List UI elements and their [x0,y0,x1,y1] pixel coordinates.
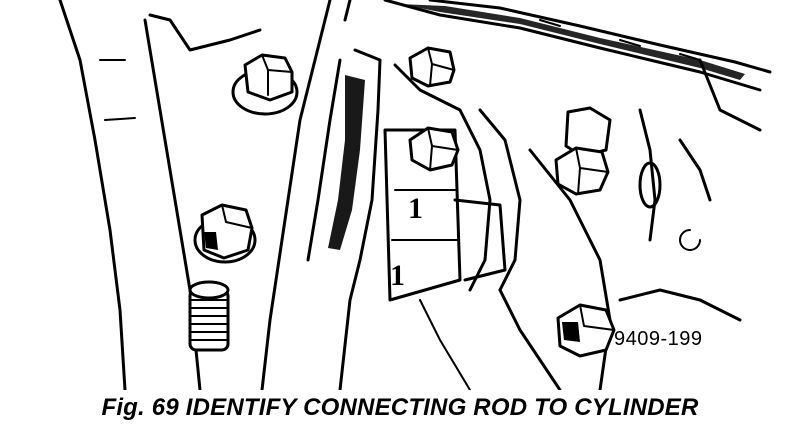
threaded-stud-icon [188,280,230,352]
block-wall-right [618,58,762,322]
rod-cylinder-mark: 1 [408,192,423,225]
figure-caption: Fig. 69 IDENTIFY CONNECTING ROD TO CYLIN… [101,394,699,421]
hex-bolt-icon [408,46,456,88]
hex-bolt-icon [554,106,612,196]
hex-bolt-icon [231,53,299,116]
hex-bolt-icon [556,303,616,358]
engine-block-illustration: 1 1 [58,0,772,390]
gasket-rail [383,0,772,92]
cylinder-number-stamp-icon: 1 1 [390,192,423,292]
hex-bolt-icon [193,203,257,264]
cap-cylinder-mark: 1 [390,259,405,292]
drawing-number: 9409-199 [614,328,703,350]
hex-bolt-icon [408,126,460,172]
